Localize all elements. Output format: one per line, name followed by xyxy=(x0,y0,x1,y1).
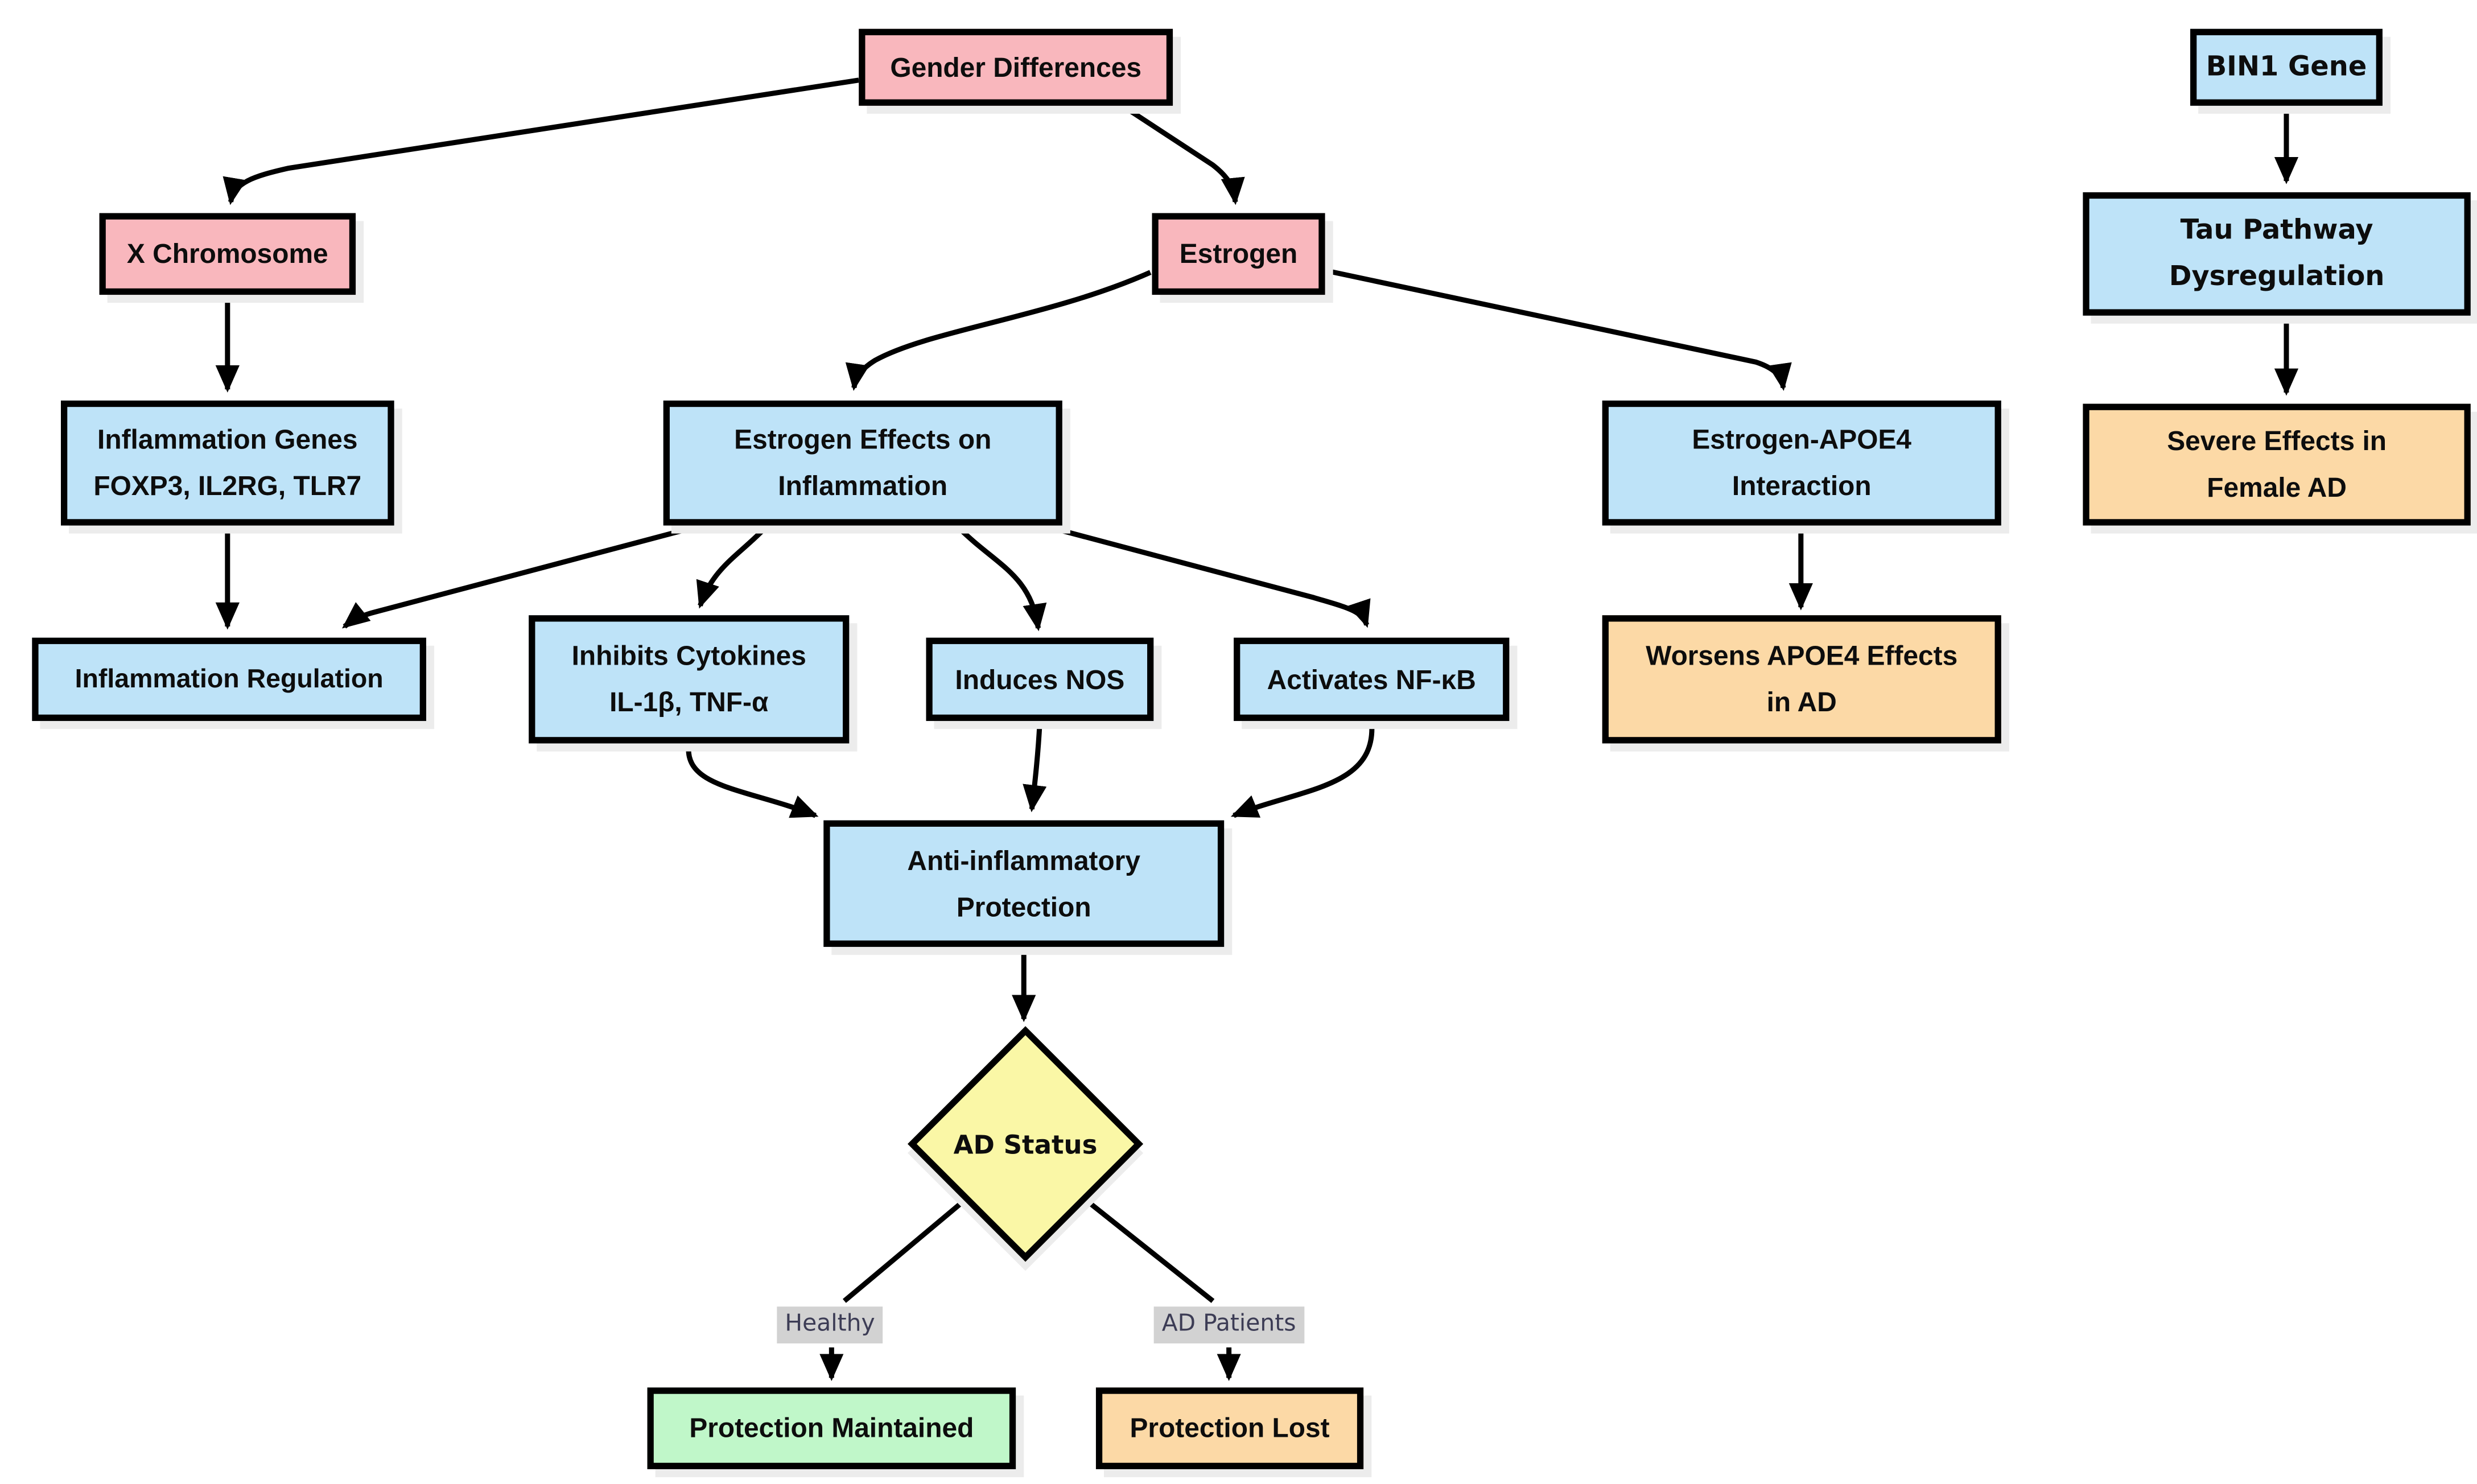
edge-induces-nos-anti-inflammatory xyxy=(1023,720,1047,813)
edge-activates-nfkb-anti-inflammatory xyxy=(1230,720,1375,818)
node-estrogen-apoe4-line1: Estrogen-APOE4 xyxy=(1692,424,1912,455)
node-inflammation-regulation-label: Inflammation Regulation xyxy=(75,664,384,693)
node-estrogen-label: Estrogen xyxy=(1179,238,1298,270)
edge-label-healthy: Healthy xyxy=(777,1306,883,1343)
node-inflammation-regulation: Inflammation Regulation xyxy=(32,637,426,722)
edge-gender-differences-estrogen xyxy=(1118,102,1245,205)
node-tau-pathway-line2: Dysregulation xyxy=(2169,260,2385,292)
node-worsens-apoe4-line1: Worsens APOE4 Effects xyxy=(1646,641,1958,671)
node-anti-inflammatory-line2: Protection xyxy=(956,891,1091,922)
node-bin1-gene: BIN1 Gene xyxy=(2190,28,2383,106)
node-activates-nfkb: Activates NF-κB xyxy=(1234,637,1510,722)
node-severe-effects-line1: Severe Effects in xyxy=(2167,426,2387,457)
node-tau-pathway-line1: Tau Pathway xyxy=(2180,213,2373,246)
node-estrogen-effects-on-inflammation: Estrogen Effects on Inflammation xyxy=(663,400,1062,526)
edge-label-ad-patients: AD Patients xyxy=(1153,1306,1304,1343)
node-protection-maintained-label: Protection Maintained xyxy=(689,1413,974,1444)
node-inhibits-cytokines-line1: Inhibits Cytokines xyxy=(571,641,806,671)
edge-estrogen-effects-induces-nos xyxy=(956,525,1047,632)
edge-inhibits-cytokines-anti-inflammatory xyxy=(686,743,819,818)
node-ad-status: AD Status xyxy=(953,1128,1098,1160)
node-inflammation-genes-line2: FOXP3, IL2RG, TLR7 xyxy=(93,471,362,502)
node-estrogen-effects-line2: Inflammation xyxy=(778,471,948,502)
node-severe-effects-line2: Female AD xyxy=(2207,472,2347,504)
node-estrogen: Estrogen xyxy=(1152,213,1325,295)
node-estrogen-apoe4-line2: Interaction xyxy=(1732,471,1872,502)
node-inflammation-genes: Inflammation Genes FOXP3, IL2RG, TLR7 xyxy=(60,400,394,526)
node-x-chromosome-label: X Chromosome xyxy=(126,238,328,270)
edge-estrogen-estrogen-effects xyxy=(845,270,1152,391)
node-bin1-gene-label: BIN1 Gene xyxy=(2206,50,2367,83)
node-inflammation-genes-line1: Inflammation Genes xyxy=(97,424,358,455)
node-gender-differences-label: Gender Differences xyxy=(890,52,1141,83)
edge-estrogen-effects-inhibits-cytokines xyxy=(696,525,768,609)
edge-estrogen-effects-inflammation-regulation xyxy=(341,525,696,629)
node-estrogen-effects-line1: Estrogen Effects on xyxy=(734,424,992,455)
edge-gender-differences-x-chromosome xyxy=(222,77,859,205)
node-protection-maintained: Protection Maintained xyxy=(647,1387,1016,1469)
node-tau-pathway-dysregulation: Tau Pathway Dysregulation xyxy=(2083,192,2471,316)
node-inhibits-cytokines: Inhibits Cytokines IL-1β, TNF-α xyxy=(529,615,850,744)
node-worsens-apoe4-line2: in AD xyxy=(1766,687,1837,718)
node-activates-nfkb-label: Activates NF-κB xyxy=(1267,664,1476,695)
edge-ad-status-ad-patients-label xyxy=(1086,1199,1215,1303)
node-x-chromosome: X Chromosome xyxy=(99,213,356,295)
edge-estrogen-estrogen-apoe4 xyxy=(1326,268,1792,391)
node-worsens-apoe4-effects: Worsens APOE4 Effects in AD xyxy=(1602,615,2001,744)
node-induces-nos: Induces NOS xyxy=(926,637,1154,722)
node-anti-inflammatory-protection: Anti-inflammatory Protection xyxy=(823,820,1225,947)
edge-estrogen-effects-activates-nfkb xyxy=(1060,527,1371,628)
node-severe-effects-in-female-ad: Severe Effects in Female AD xyxy=(2083,403,2471,526)
node-gender-differences: Gender Differences xyxy=(859,28,1173,106)
node-protection-lost-label: Protection Lost xyxy=(1130,1413,1330,1444)
node-protection-lost: Protection Lost xyxy=(1095,1387,1364,1469)
edge-ad-status-healthy-label xyxy=(842,1199,965,1303)
node-inhibits-cytokines-line2: IL-1β, TNF-α xyxy=(609,687,769,718)
node-induces-nos-label: Induces NOS xyxy=(955,664,1125,695)
node-estrogen-apoe4-interaction: Estrogen-APOE4 Interaction xyxy=(1602,400,2001,526)
node-anti-inflammatory-line1: Anti-inflammatory xyxy=(907,845,1141,876)
